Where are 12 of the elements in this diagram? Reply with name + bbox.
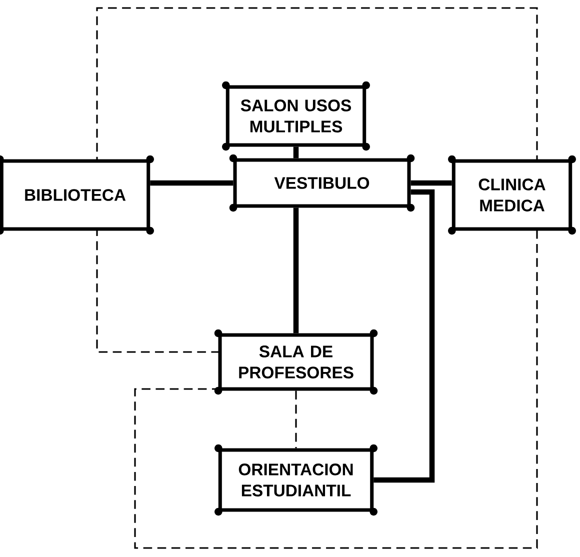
- connector-line: [150, 180, 234, 186]
- room-box: VESTIBULO: [229, 154, 415, 212]
- connector-line: [410, 180, 452, 186]
- room-box: CLINICA MEDICA: [448, 155, 576, 235]
- room-box: SALON USOS MULTIPLES: [222, 81, 370, 151]
- connector-line: [374, 189, 435, 483]
- connector-line: [293, 146, 299, 158]
- connector-line: [295, 390, 297, 448]
- room-box: SALA DE PROFESORES: [214, 329, 378, 395]
- room-box: ORIENTACION ESTUDIANTIL: [214, 444, 378, 516]
- room-box: BIBLIOTECA: [0, 155, 154, 235]
- connector-line: [293, 208, 299, 334]
